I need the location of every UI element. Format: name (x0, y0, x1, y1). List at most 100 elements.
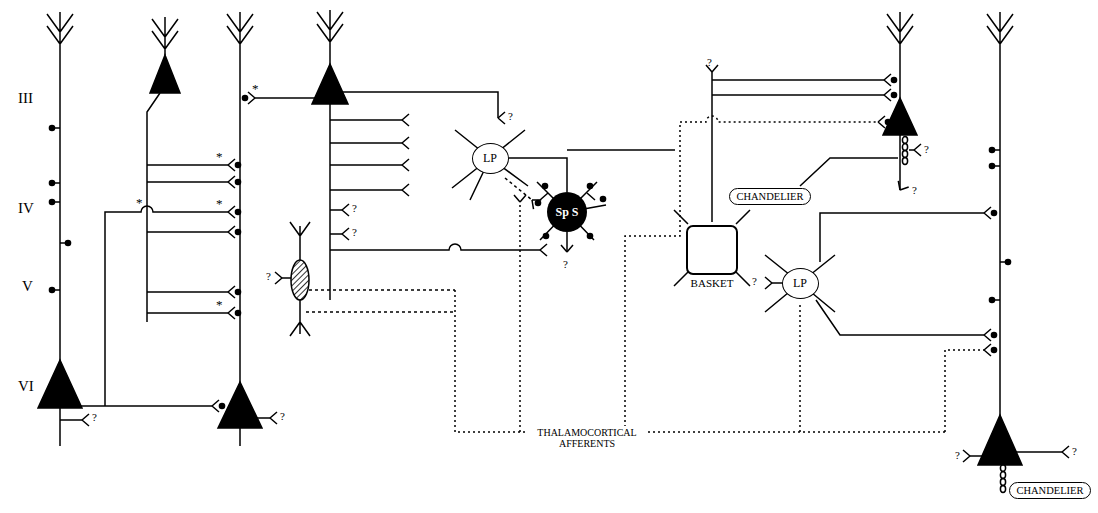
layer-label: IV (18, 200, 34, 217)
neuron-stroke (884, 74, 897, 86)
neuron-stroke (312, 64, 348, 104)
asterisk-mark: * (216, 298, 223, 312)
unknown-target: ? (352, 202, 357, 214)
cell-name: CHANDELIER (1016, 485, 1083, 496)
neuron-stroke (227, 12, 253, 50)
neuron-stroke (59, 50, 61, 362)
unknown-target: ? (1072, 445, 1077, 457)
neuron-stroke (989, 163, 1000, 170)
layer-label: III (18, 90, 33, 107)
neuron-stroke (542, 183, 549, 190)
neuron-stroke (567, 149, 675, 151)
neuron-stroke (984, 344, 997, 356)
neuron-stroke (255, 97, 316, 99)
afferent-label: THALAMOCORTICAL AFFERENTS (526, 426, 648, 450)
neuron-stroke (38, 360, 82, 408)
neuron-stroke (47, 12, 73, 50)
neuron-stroke (600, 196, 607, 203)
neuron-stroke (342, 204, 349, 216)
neuron-stroke (984, 329, 997, 341)
chandelier-box: CHANDELIER (729, 188, 810, 205)
neuron-stroke (218, 382, 262, 428)
spiny-stellate-cell: Sp S (547, 192, 587, 232)
neuron-stroke (963, 450, 970, 462)
neuron-stroke (899, 50, 901, 100)
neuron-stroke (987, 12, 1013, 50)
neuron-stroke (914, 144, 921, 156)
neuron-stroke (543, 233, 550, 240)
unknown-target: ? (707, 56, 712, 68)
neuron-stroke (80, 405, 212, 407)
cell-name: BASKET (689, 277, 736, 289)
chandelier-box: CHANDELIER (1009, 482, 1090, 499)
cell-name: Sp S (555, 205, 578, 220)
neuron-stroke (561, 245, 573, 252)
neuron-stroke (674, 210, 750, 286)
unknown-target: ? (912, 184, 917, 196)
neuron-stroke (340, 92, 498, 118)
neuron-stroke (566, 232, 568, 252)
cell-name: LP (793, 276, 807, 291)
neuron-stroke (402, 159, 409, 171)
neuron-stroke (535, 200, 542, 207)
neuron-stroke (402, 114, 409, 126)
neuron-stroke (765, 277, 772, 289)
cells (38, 10, 1069, 492)
neuron-stroke (49, 180, 60, 187)
layer-label: VI (18, 378, 34, 395)
neuron-stroke (330, 120, 402, 190)
neuron-stroke (587, 183, 594, 190)
neuron-stroke (984, 207, 997, 219)
neuron-stroke (816, 300, 984, 335)
unknown-target: ? (955, 449, 960, 461)
neuron-stroke (978, 415, 1022, 465)
neuron-stroke (291, 260, 309, 300)
neuron-stroke (290, 222, 310, 336)
neuron-stroke (455, 116, 984, 432)
neuron-stroke (282, 277, 291, 279)
neuron-stroke (989, 297, 1000, 304)
neuron-stroke (537, 182, 606, 240)
neuron-stroke (1000, 465, 1005, 493)
neuron-stroke (899, 135, 901, 190)
neuron-stroke (330, 244, 540, 250)
neuron-stroke (883, 98, 917, 135)
neuron-stroke (519, 202, 521, 432)
cell-name: LP (483, 151, 497, 166)
neuron-stroke (800, 158, 898, 186)
lp-cell: LP (782, 268, 819, 299)
neuron-stroke (152, 17, 178, 55)
neuron-stroke (49, 125, 60, 132)
basket-soma (684, 223, 740, 277)
neuron-stroke (765, 255, 835, 312)
neuron-stroke (1014, 451, 1062, 453)
neuron-stroke (105, 206, 228, 406)
basket-cell: BASKET (684, 223, 740, 289)
unknown-target: ? (352, 226, 357, 238)
asterisk-mark: * (216, 197, 223, 211)
neuron-stroke (625, 116, 878, 432)
neuron-stroke (498, 112, 505, 124)
neuron-stroke (150, 55, 180, 93)
neuron-stroke (989, 147, 1000, 154)
neuron-stroke (49, 287, 60, 294)
neuron-stroke (239, 50, 241, 385)
neuron-stroke (82, 414, 89, 426)
neuron-stroke (330, 210, 342, 234)
neuron-stroke (455, 290, 945, 432)
neuron-stroke (329, 104, 331, 300)
neuron-stroke (270, 412, 277, 424)
neuron-stroke (884, 89, 897, 101)
neuron-stroke (945, 350, 984, 432)
neuron-stroke (147, 165, 228, 313)
unknown-target: ? (752, 275, 757, 287)
neuron-stroke (514, 195, 526, 202)
unknown-target: ? (508, 110, 513, 122)
asterisk-mark: * (252, 82, 259, 96)
neuron-stroke (505, 178, 532, 200)
asterisk-mark: * (136, 196, 143, 210)
unknown-target: ? (563, 258, 568, 270)
neuron-stroke (820, 213, 984, 262)
neuron-stroke (342, 228, 349, 240)
